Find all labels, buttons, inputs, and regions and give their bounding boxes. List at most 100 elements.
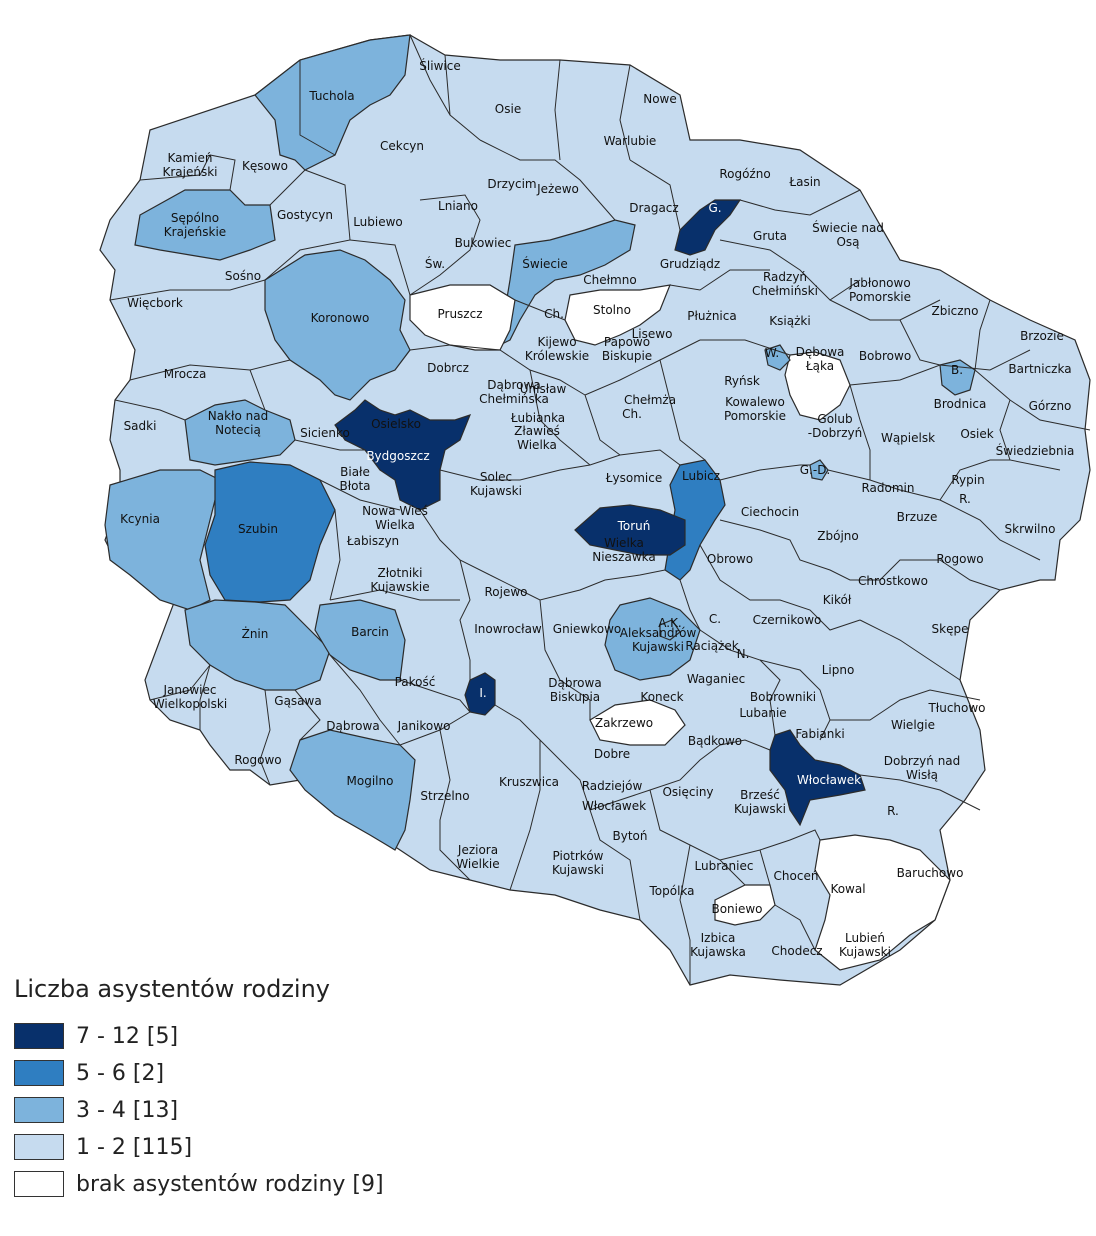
region-label: Ch.: [622, 407, 642, 421]
region-14: [574, 504, 686, 556]
region-label: Łubianka: [510, 411, 565, 425]
region-label: Kcynia: [120, 512, 160, 526]
commune-boundary: [879, 559, 1001, 591]
region-label: Choceń: [774, 869, 819, 883]
region-label: Ryńsk: [724, 374, 760, 388]
region-25: [764, 344, 791, 371]
region-label: Lniano: [438, 199, 478, 213]
region-label: Sadki: [124, 419, 157, 433]
commune-boundary: [199, 664, 211, 730]
commune-boundary: [409, 344, 586, 396]
commune-boundary: [439, 449, 681, 481]
region-label: Lubicz: [682, 469, 720, 483]
region-label: Dąbrowa: [326, 719, 379, 733]
commune-boundary: [659, 359, 706, 461]
region-label: Śliwice: [419, 58, 460, 73]
legend-swatch-5: [14, 1171, 64, 1197]
region-label: Barcin: [351, 625, 389, 639]
region-8: [314, 599, 406, 681]
commune-boundary: [409, 34, 481, 141]
region-label: C.: [709, 612, 721, 626]
commune-boundary: [830, 689, 981, 721]
region-label: Św.: [425, 256, 445, 271]
region-label: Jeżewo: [536, 182, 579, 196]
region-27: [659, 619, 681, 641]
region-label: Gąsawa: [274, 694, 321, 708]
legend-label-1: 7 - 12 [5]: [76, 1023, 179, 1049]
commune-boundary: [409, 194, 481, 296]
commune-boundary: [129, 364, 266, 411]
commune-boundary: [649, 789, 746, 886]
region-label: Lipno: [822, 663, 855, 677]
region-label: Gniewkowo: [553, 622, 621, 636]
commune-boundary: [719, 519, 880, 581]
commune-boundary: [509, 740, 541, 891]
commune-boundary: [459, 559, 471, 680]
region-label: Ciechocin: [741, 505, 799, 519]
region-9: [289, 729, 416, 851]
region-label: Baruchowo: [897, 866, 964, 880]
region-label: Bukowiec: [455, 236, 512, 250]
region-label: Kruszwica: [499, 775, 559, 789]
commune-boundary: [859, 774, 981, 811]
commune-boundary: [259, 689, 271, 786]
region-label: Gostycyn: [277, 208, 333, 222]
region-13: [334, 399, 472, 511]
region-label: Wielgie: [891, 718, 935, 732]
region-label: Sośno: [225, 269, 261, 283]
region-label: R.: [887, 804, 899, 818]
region-23: [714, 884, 776, 926]
region-label: Brzozie: [1020, 329, 1064, 343]
map-regions: [99, 34, 1091, 986]
commune-boundary: [699, 544, 861, 631]
commune-boundary: [699, 629, 781, 736]
commune-boundary: [759, 659, 831, 741]
region-label: Żnin: [242, 626, 269, 641]
region-label: Łysomice: [605, 471, 662, 485]
region-label: Osiek: [960, 427, 993, 441]
region-5: [104, 469, 221, 611]
commune-boundary: [444, 54, 451, 116]
region-label: Mrocza: [164, 367, 207, 381]
commune-boundary: [419, 509, 491, 576]
commune-boundary: [479, 139, 616, 221]
legend-items: 7 - 12 [5] 5 - 6 [2] 3 - 4 [13] 1 - 2 [1…: [14, 1021, 574, 1199]
region-19: [564, 284, 671, 346]
region-label: Warlubie: [604, 134, 657, 148]
legend-title: Liczba asystentów rodziny: [14, 975, 330, 1003]
region-label: W.: [765, 346, 779, 360]
commune-boundary: [700, 339, 791, 356]
region-label: Dobrcz: [427, 361, 469, 375]
region-label: Boniewo: [711, 902, 762, 916]
region-label: Skrwilno: [1005, 522, 1056, 536]
legend-label-4: 1 - 2 [115]: [76, 1134, 193, 1160]
region-label: Chodecz: [771, 944, 822, 958]
region-label: G.-D.: [800, 463, 831, 477]
commune-boundary: [494, 704, 641, 921]
region-label: Dragacz: [629, 201, 678, 215]
region-label: Mogilno: [347, 774, 394, 788]
commune-boundary: [294, 689, 321, 741]
commune-boundary: [974, 369, 1091, 431]
commune-boundary: [939, 459, 1010, 501]
region-label: Kęsowo: [242, 159, 288, 173]
region-label: Raciążek: [685, 639, 738, 653]
region-label: Toruń: [617, 519, 651, 533]
commune-boundary: [639, 919, 671, 951]
region-22: [814, 834, 951, 971]
commune-boundary: [899, 319, 941, 366]
region-label: I.: [479, 686, 486, 700]
